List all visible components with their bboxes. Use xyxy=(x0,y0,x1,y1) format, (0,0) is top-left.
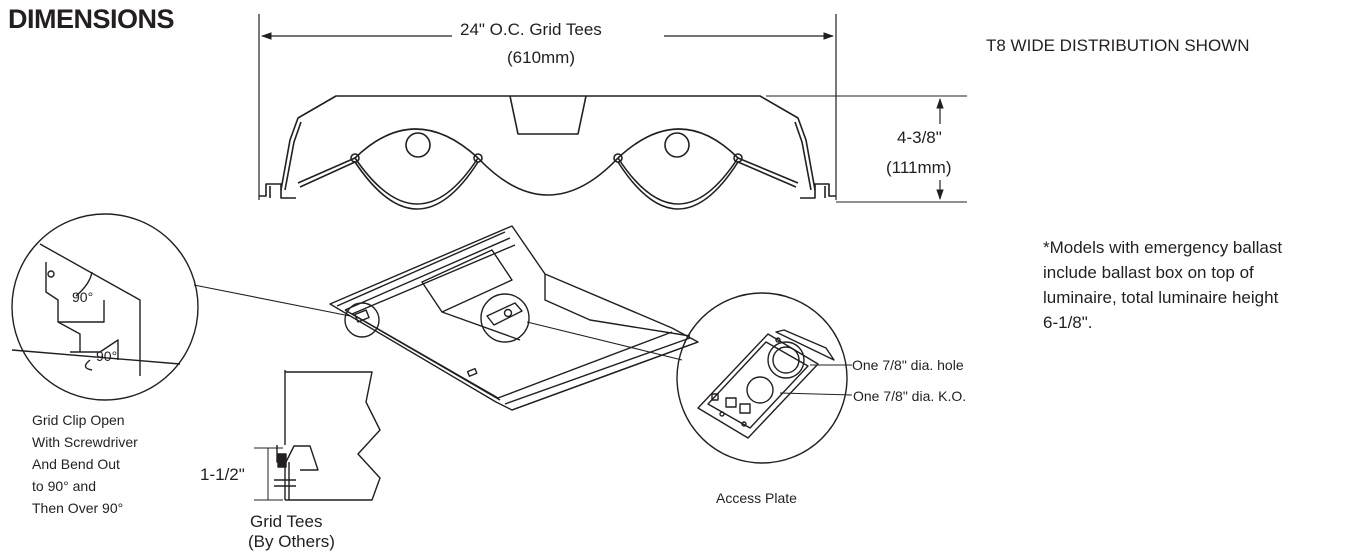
footnote-line: luminaire, total luminaire height xyxy=(1043,288,1279,307)
footnote-line: *Models with emergency ballast xyxy=(1043,238,1283,257)
angle-label-lower: 90° xyxy=(96,348,118,364)
clip-note-line: Then Over 90° xyxy=(32,500,124,516)
luminaire-profile xyxy=(258,14,967,210)
clip-note-line: Grid Clip Open xyxy=(32,412,125,428)
dimension-arrows xyxy=(260,32,944,201)
grid-spacing-label: 24" O.C. Grid Tees xyxy=(460,20,602,39)
access-plate-label: Access Plate xyxy=(716,490,797,506)
grid-spacing-metric: (610mm) xyxy=(507,48,576,67)
distribution-note: T8 WIDE DISTRIBUTION SHOWN xyxy=(986,36,1250,55)
grid-clip-detail xyxy=(11,213,199,401)
grid-tees-sublabel: (By Others) xyxy=(248,532,335,551)
hole-callout: One 7/8" dia. hole xyxy=(852,357,964,373)
clip-note-line: With Screwdriver xyxy=(32,434,138,450)
tee-height-label: 1-1/2" xyxy=(200,465,245,484)
clip-note-line: And Bend Out xyxy=(32,456,120,472)
access-plate-detail xyxy=(676,292,848,464)
angle-label-upper: 90° xyxy=(72,289,94,305)
knockout-callout: One 7/8" dia. K.O. xyxy=(853,388,967,404)
luminaire-isometric xyxy=(329,225,699,411)
page-title: DIMENSIONS xyxy=(8,4,175,34)
grid-tees-label: Grid Tees xyxy=(250,512,323,531)
footnote-line: 6-1/8". xyxy=(1043,313,1093,332)
height-label: 4-3/8" xyxy=(897,128,942,147)
footnote-line: include ballast box on top of xyxy=(1043,263,1254,282)
height-metric: (111mm) xyxy=(886,158,952,177)
grid-tee-section xyxy=(254,370,381,501)
leader-lines xyxy=(193,284,853,396)
clip-note-line: to 90° and xyxy=(32,478,96,494)
